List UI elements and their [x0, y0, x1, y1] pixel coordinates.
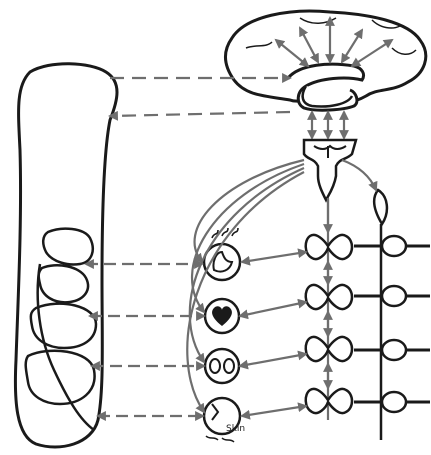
pituitary-icon	[304, 140, 356, 200]
spinal-segment-2	[306, 285, 430, 309]
pituitary-organ-curves	[187, 160, 304, 412]
organ-spine-arrows	[240, 252, 306, 416]
kidney-icon	[205, 349, 239, 383]
spinal-segment-1	[306, 235, 430, 259]
muscle-icon	[204, 228, 240, 280]
spinal-cord-icon	[306, 200, 430, 420]
pituitary-to-pineal-arrow	[342, 160, 376, 190]
brain-pituitary-arrows	[312, 112, 344, 138]
skin-icon	[204, 398, 240, 442]
spinal-segment-3	[306, 337, 430, 361]
skin-label: Skin	[226, 424, 245, 434]
brain-icon	[225, 11, 425, 110]
spinal-segment-4	[306, 389, 430, 413]
heart-icon	[205, 299, 239, 333]
